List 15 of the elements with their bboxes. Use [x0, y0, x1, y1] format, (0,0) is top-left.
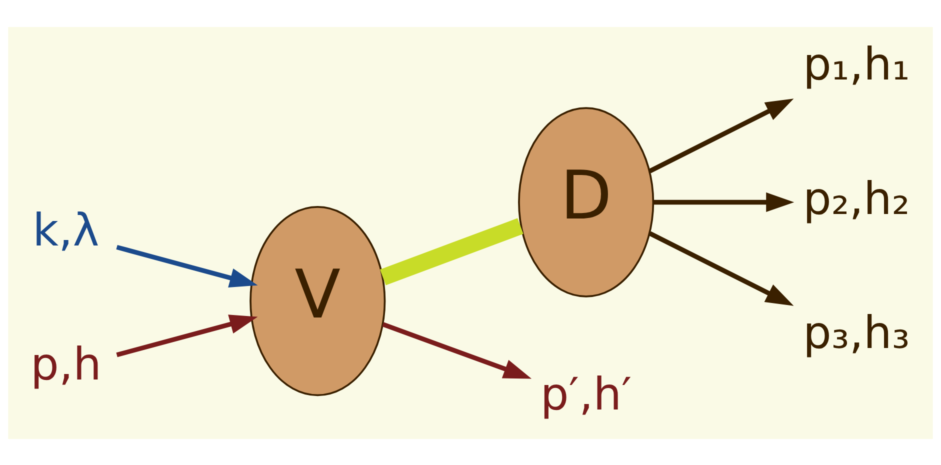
node-text: k,λ	[32, 202, 100, 256]
node-ellipse: V	[250, 205, 386, 396]
node-text: p,h	[30, 337, 102, 390]
arrow	[654, 192, 794, 212]
node-text: p₂,h₂	[802, 171, 910, 224]
arrow	[116, 244, 258, 287]
arrow	[648, 98, 794, 173]
arrow	[648, 230, 794, 306]
connector	[380, 218, 524, 285]
node-ellipse: D	[518, 106, 654, 297]
node-text: p′,h′	[540, 367, 632, 420]
node-text: p₃,h₃	[802, 306, 910, 359]
node-text: p₁,h₁	[802, 37, 910, 90]
arrow	[116, 314, 258, 357]
arrow	[382, 322, 532, 378]
